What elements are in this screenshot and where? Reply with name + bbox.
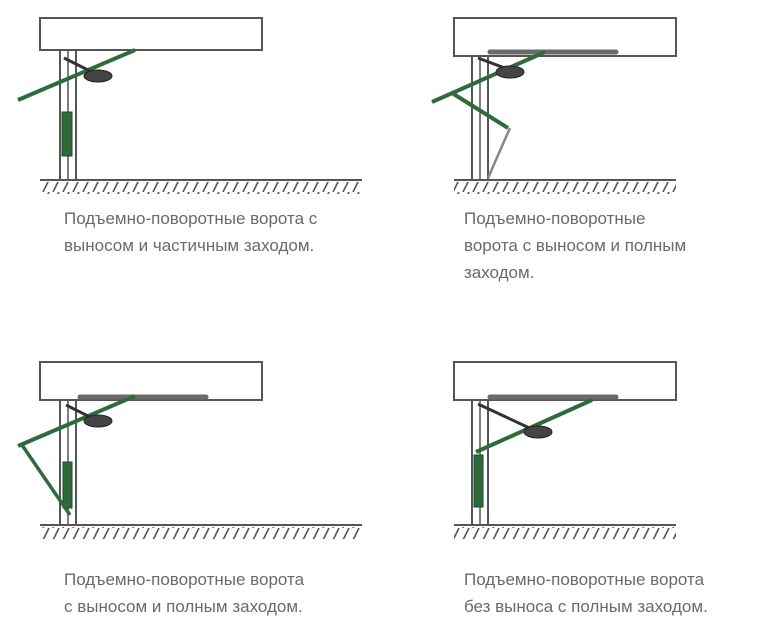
diagram-partial-entry-with-overhang bbox=[17, 17, 362, 194]
ceiling-slab bbox=[453, 361, 677, 401]
door-leaf-upper bbox=[17, 48, 136, 102]
caption-line: с выносом и полным заходом. bbox=[64, 597, 303, 616]
diagram-full-entry-with-overhang bbox=[431, 17, 677, 194]
caption-line: Подъемно-поворотные ворота bbox=[64, 570, 305, 589]
door-leaf-upper bbox=[431, 50, 546, 104]
caption-line: Подъемно-поворотные ворота с bbox=[64, 209, 318, 228]
door-leaf-lower bbox=[450, 91, 510, 130]
motor-unit bbox=[83, 414, 113, 428]
caption-line: Подъемно-поворотные bbox=[464, 209, 646, 228]
floor-hatch bbox=[40, 182, 362, 194]
caption-line: выносом и частичным заходом. bbox=[64, 236, 315, 255]
door-leaf-upper bbox=[17, 394, 136, 448]
motor-unit bbox=[523, 425, 553, 439]
caption-line: ворота с выносом и полным bbox=[464, 236, 687, 255]
diagram-full-entry-with-overhang-alt bbox=[17, 361, 362, 539]
motor-unit bbox=[83, 69, 113, 83]
caption-full-entry-with-overhang-alt: Подъемно-поворотные ворота с выносом и п… bbox=[64, 566, 304, 620]
caption-full-entry-without-overhang: Подъемно-поворотные ворота без выноса с … bbox=[464, 566, 708, 620]
motor-unit bbox=[495, 65, 525, 79]
floor-hatch bbox=[454, 182, 676, 194]
door-leaf-lower bbox=[62, 461, 73, 509]
caption-partial-entry-with-overhang: Подъемно-поворотные ворота с выносом и ч… bbox=[64, 205, 317, 259]
ceiling-slab bbox=[39, 17, 263, 51]
floor-hatch bbox=[40, 527, 362, 539]
support-strut bbox=[486, 127, 512, 179]
door-leaf-lower bbox=[61, 111, 73, 157]
swing-arm bbox=[20, 444, 72, 516]
caption-line: Подъемно-поворотные ворота bbox=[464, 570, 705, 589]
door-leaf-lower bbox=[473, 454, 484, 508]
diagram-full-entry-without-overhang bbox=[453, 361, 677, 539]
ceiling-slab bbox=[39, 361, 263, 401]
floor-hatch bbox=[454, 527, 676, 539]
caption-line: без выноса с полным заходом. bbox=[464, 597, 708, 616]
caption-line: заходом. bbox=[464, 263, 535, 282]
caption-full-entry-with-overhang: Подъемно-поворотные ворота с выносом и п… bbox=[464, 205, 686, 286]
